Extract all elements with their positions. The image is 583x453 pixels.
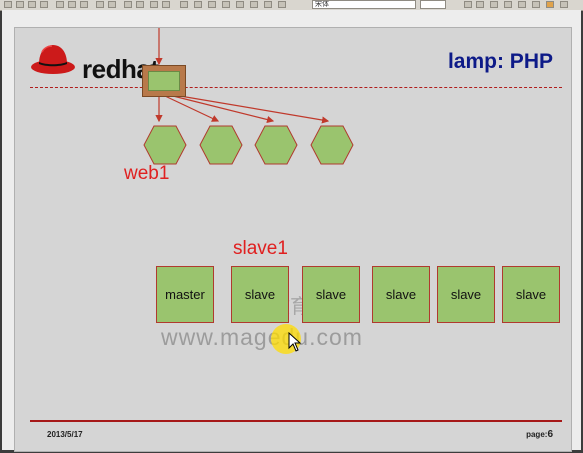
editor-canvas: redhat lamp: PHP	[2, 10, 581, 452]
slave1-label: slave1	[233, 238, 288, 259]
undo-icon[interactable]	[96, 1, 104, 8]
db-slave-node[interactable]: slave	[302, 266, 360, 323]
shape-icon[interactable]	[150, 1, 158, 8]
zoom-icon[interactable]	[194, 1, 202, 8]
chart-icon[interactable]	[136, 1, 144, 8]
web-server-node[interactable]	[199, 125, 243, 165]
redo-icon[interactable]	[108, 1, 116, 8]
web-server-node[interactable]	[310, 125, 354, 165]
load-balancer-node[interactable]	[142, 65, 186, 97]
bold-icon[interactable]	[464, 1, 472, 8]
save-icon[interactable]	[28, 1, 36, 8]
align-icon[interactable]	[236, 1, 244, 8]
align-left-icon[interactable]	[518, 1, 526, 8]
underline-icon[interactable]	[490, 1, 498, 8]
print-icon[interactable]	[40, 1, 48, 8]
highlight-icon[interactable]	[546, 1, 554, 8]
web-server-node[interactable]	[143, 125, 187, 165]
mouse-cursor-icon	[288, 332, 302, 352]
web-server-node[interactable]	[254, 125, 298, 165]
more-icon[interactable]	[560, 1, 568, 8]
color-icon[interactable]	[250, 1, 258, 8]
web1-label: web1	[124, 163, 170, 184]
grid-icon[interactable]	[180, 1, 188, 8]
expand-icon[interactable]	[162, 1, 170, 8]
presentation-slide[interactable]: redhat lamp: PHP	[14, 27, 572, 452]
open-icon[interactable]	[16, 1, 24, 8]
db-slave-node[interactable]: slave	[437, 266, 495, 323]
footer-page-number: 6	[547, 429, 553, 440]
db-slave-node[interactable]: slave	[372, 266, 430, 323]
connection-lines	[155, 28, 330, 124]
db-slave-node[interactable]: slave	[231, 266, 289, 323]
line-icon[interactable]	[222, 1, 230, 8]
cut-icon[interactable]	[56, 1, 64, 8]
font-size-select[interactable]	[420, 0, 446, 9]
footer-page: page:6	[526, 429, 553, 440]
redhat-logo-icon	[31, 45, 75, 74]
italic-icon[interactable]	[476, 1, 484, 8]
font-select[interactable]: 宋体	[312, 0, 416, 9]
new-icon[interactable]	[4, 1, 12, 8]
fill-icon[interactable]	[264, 1, 272, 8]
align-center-icon[interactable]	[532, 1, 540, 8]
db-slave-node[interactable]: slave	[502, 266, 560, 323]
footer-date: 2013/5/17	[47, 430, 83, 439]
footer-divider	[30, 420, 562, 422]
paste-icon[interactable]	[80, 1, 88, 8]
watermark-url: www.magedu.com	[161, 324, 363, 350]
footer-page-label: page:	[526, 430, 548, 439]
layout-icon[interactable]	[278, 1, 286, 8]
shadow-icon[interactable]	[504, 1, 512, 8]
copy-icon[interactable]	[68, 1, 76, 8]
db-master-node[interactable]: master	[156, 266, 214, 323]
draw-icon[interactable]	[208, 1, 216, 8]
table-icon[interactable]	[124, 1, 132, 8]
slide-title: lamp: PHP	[447, 50, 553, 73]
header-divider	[30, 87, 562, 88]
